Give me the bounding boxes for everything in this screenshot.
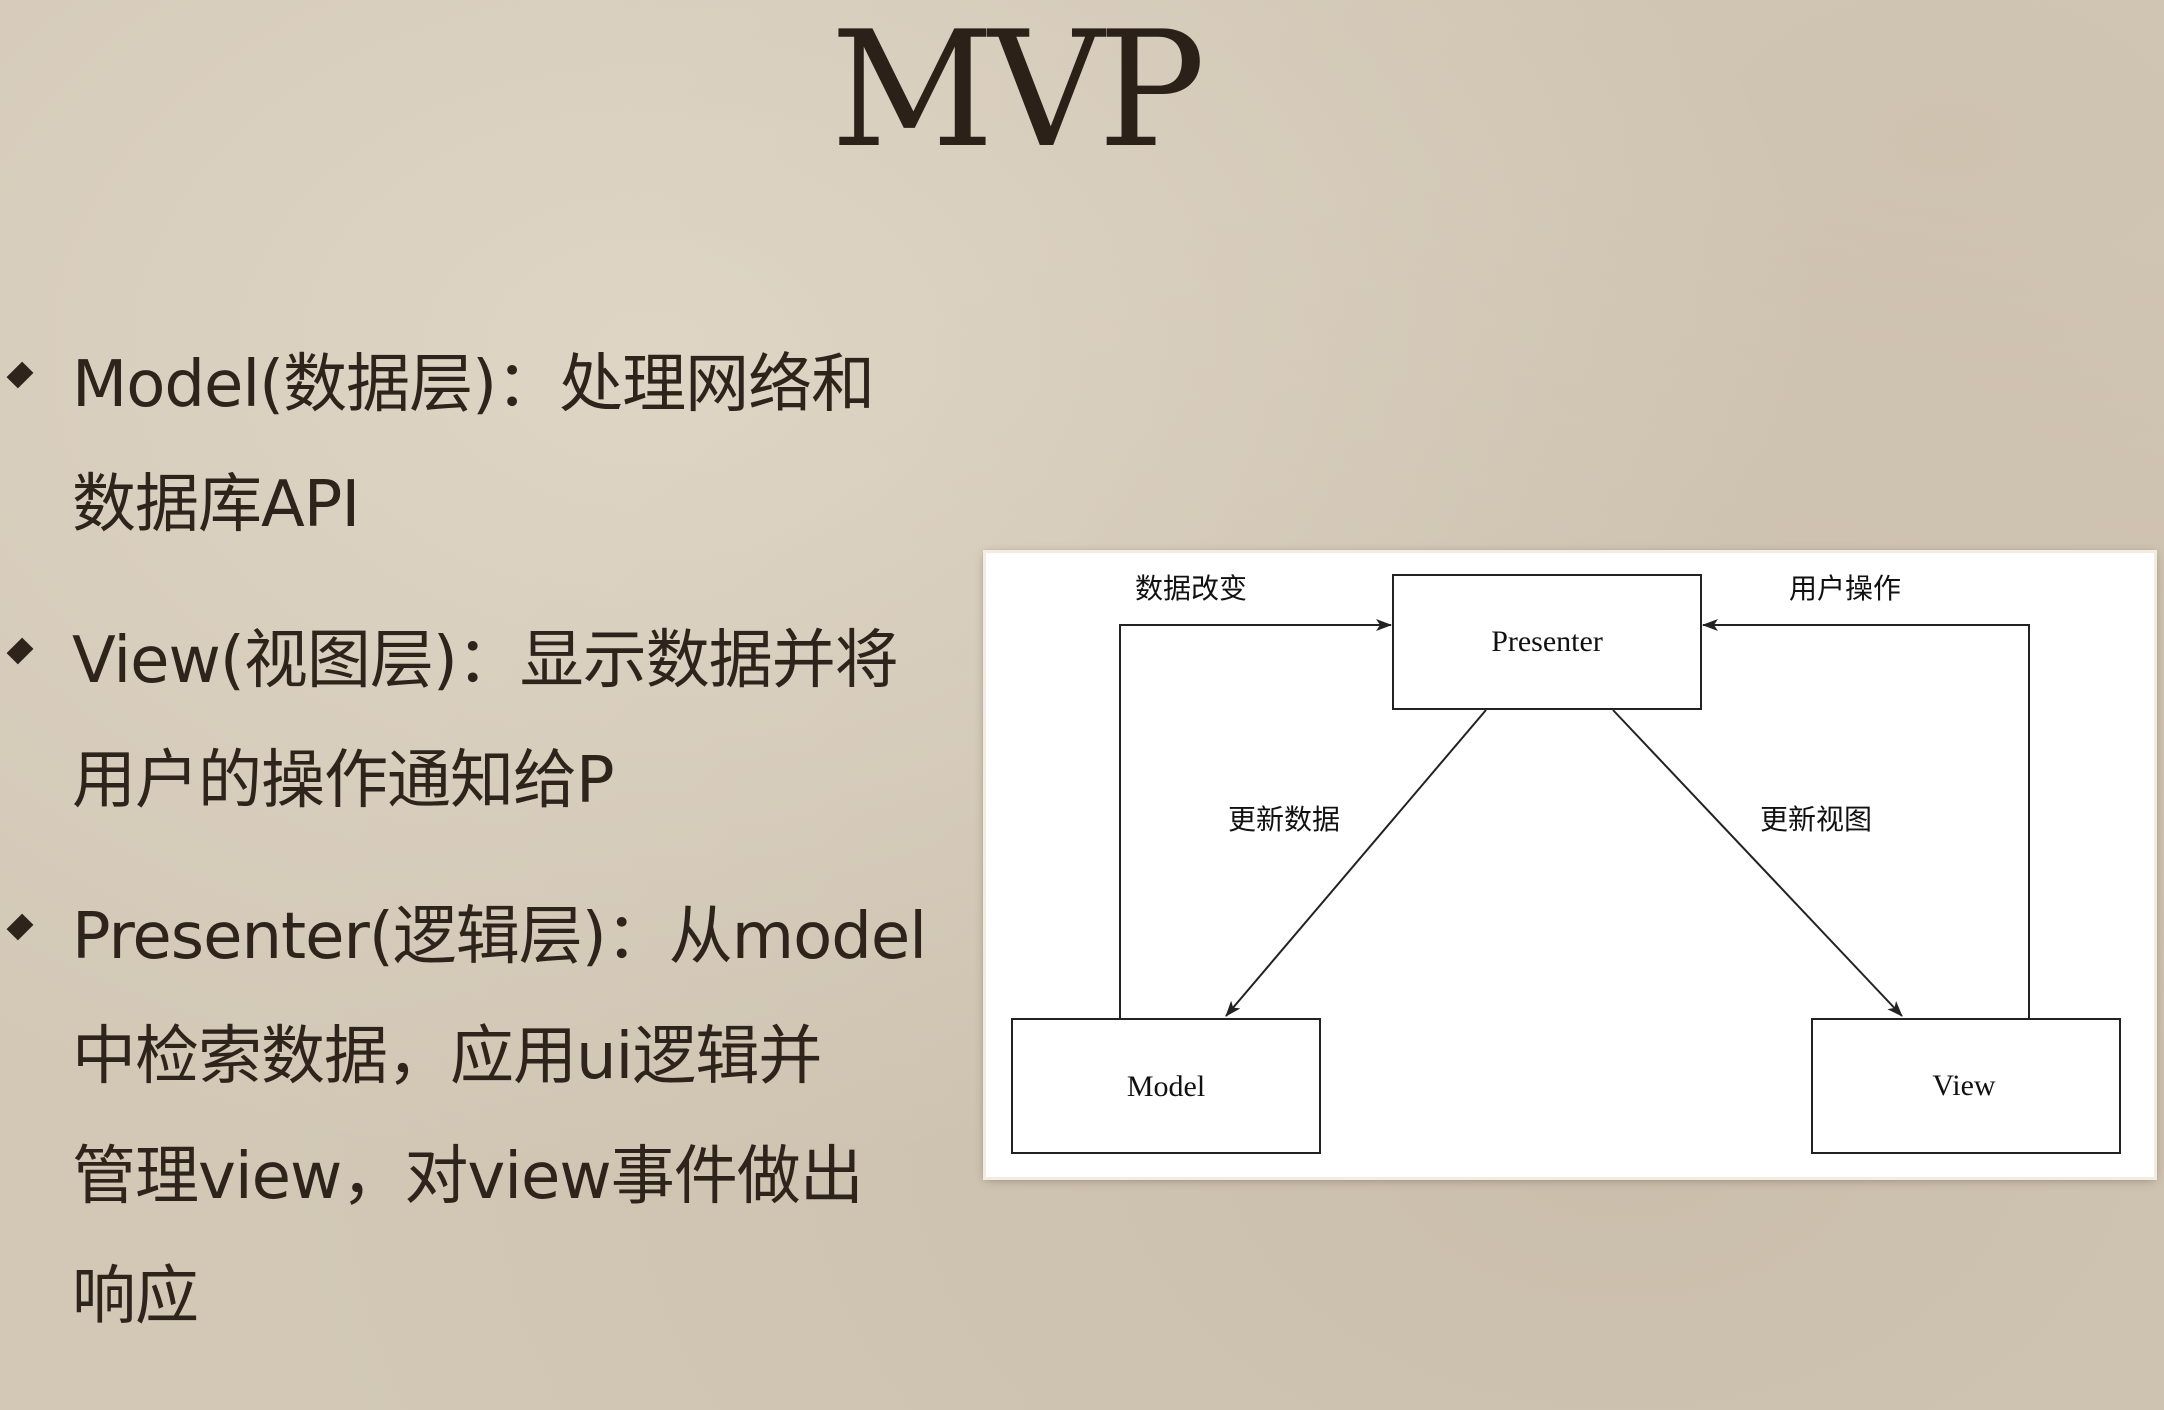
bullet-list: Model(数据层)：处理网络和 数据库API View(视图层)：显示数据并将… bbox=[0, 325, 990, 1393]
presenter-node bbox=[1392, 574, 1702, 710]
edge-view-to-presenter bbox=[1702, 619, 2030, 1019]
mvp-diagram-figure: Presenter Model View 数据改变 用户操作 更新数据 更新视图 bbox=[986, 553, 2154, 1177]
bullet-line: 管理view，对view事件做出 bbox=[72, 1140, 864, 1214]
bullet-line: Presenter(逻辑层)：从model bbox=[72, 900, 927, 974]
model-node bbox=[1011, 1018, 1321, 1154]
bullet-line: Model(数据层)：处理网络和 bbox=[72, 348, 875, 422]
bullet-marker bbox=[6, 913, 34, 941]
bullet-presenter: Presenter(逻辑层)：从model 中检索数据，应用ui逻辑并 管理vi… bbox=[0, 877, 990, 1357]
bullet-model: Model(数据层)：处理网络和 数据库API bbox=[0, 325, 990, 565]
bullet-line: 数据库API bbox=[72, 468, 360, 542]
bullet-text: View(视图层)：显示数据并将 用户的操作通知给P bbox=[72, 601, 990, 841]
slide-title: MVP bbox=[830, 0, 1205, 183]
edge-model-to-presenter bbox=[1119, 619, 1392, 1019]
edge-label-update-view: 更新视图 bbox=[1760, 803, 1872, 836]
edge-presenter-to-view bbox=[1612, 709, 1903, 1017]
bullet-text: Model(数据层)：处理网络和 数据库API bbox=[72, 325, 990, 565]
presenter-label: Presenter bbox=[1491, 625, 1603, 658]
bullet-view: View(视图层)：显示数据并将 用户的操作通知给P bbox=[0, 601, 990, 841]
bullet-line: 中检索数据，应用ui逻辑并 bbox=[72, 1020, 822, 1094]
bullet-marker bbox=[6, 637, 34, 665]
edge-label-update-data: 更新数据 bbox=[1228, 803, 1340, 836]
mvp-diagram: Presenter Model View 数据改变 用户操作 更新数据 更新视图 bbox=[1011, 572, 2121, 1154]
bullet-marker bbox=[6, 361, 34, 389]
view-node bbox=[1811, 1018, 2121, 1154]
view-label: View bbox=[1932, 1069, 1996, 1102]
bullet-line: 用户的操作通知给P bbox=[72, 744, 615, 818]
edge-label-user-action: 用户操作 bbox=[1789, 572, 1901, 605]
model-label: Model bbox=[1127, 1070, 1205, 1103]
edge-label-data-changed: 数据改变 bbox=[1135, 572, 1247, 605]
bullet-line: 响应 bbox=[72, 1260, 199, 1334]
edge-presenter-to-model bbox=[1225, 709, 1487, 1017]
bullet-line: View(视图层)：显示数据并将 bbox=[72, 624, 899, 698]
bullet-text: Presenter(逻辑层)：从model 中检索数据，应用ui逻辑并 管理vi… bbox=[72, 877, 990, 1357]
